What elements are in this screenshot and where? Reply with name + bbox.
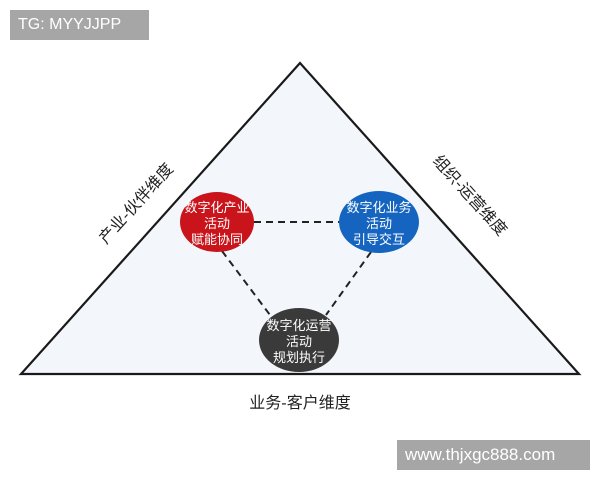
node-operations-line-1: 数字化运营 (266, 319, 331, 334)
node-operations-line-2: 活动 (286, 335, 312, 350)
node-business: 数字化业务 活动 引导交互 (339, 191, 419, 253)
node-industry-line-2: 活动 (204, 217, 230, 232)
watermark-bottom: www.thjxgc888.com (397, 440, 590, 470)
dimension-bottom-label: 业务-客户维度 (249, 393, 350, 412)
watermark-top: TG: MYYJJPP (10, 10, 149, 40)
node-business-line-3: 引导交互 (353, 232, 405, 248)
node-business-line-1: 数字化业务 (346, 200, 411, 216)
node-business-line-2: 活动 (366, 217, 392, 232)
node-industry: 数字化产业 活动 赋能协同 (180, 192, 254, 252)
connector-industry-operations (221, 250, 271, 316)
connector-business-operations (325, 251, 372, 316)
node-industry-line-3: 赋能协同 (191, 233, 243, 248)
triangle-frame (18, 61, 582, 376)
node-industry-line-1: 数字化产业 (184, 201, 249, 216)
node-operations-line-3: 规划执行 (273, 351, 325, 366)
node-operations: 数字化运营 活动 规划执行 (259, 308, 339, 372)
